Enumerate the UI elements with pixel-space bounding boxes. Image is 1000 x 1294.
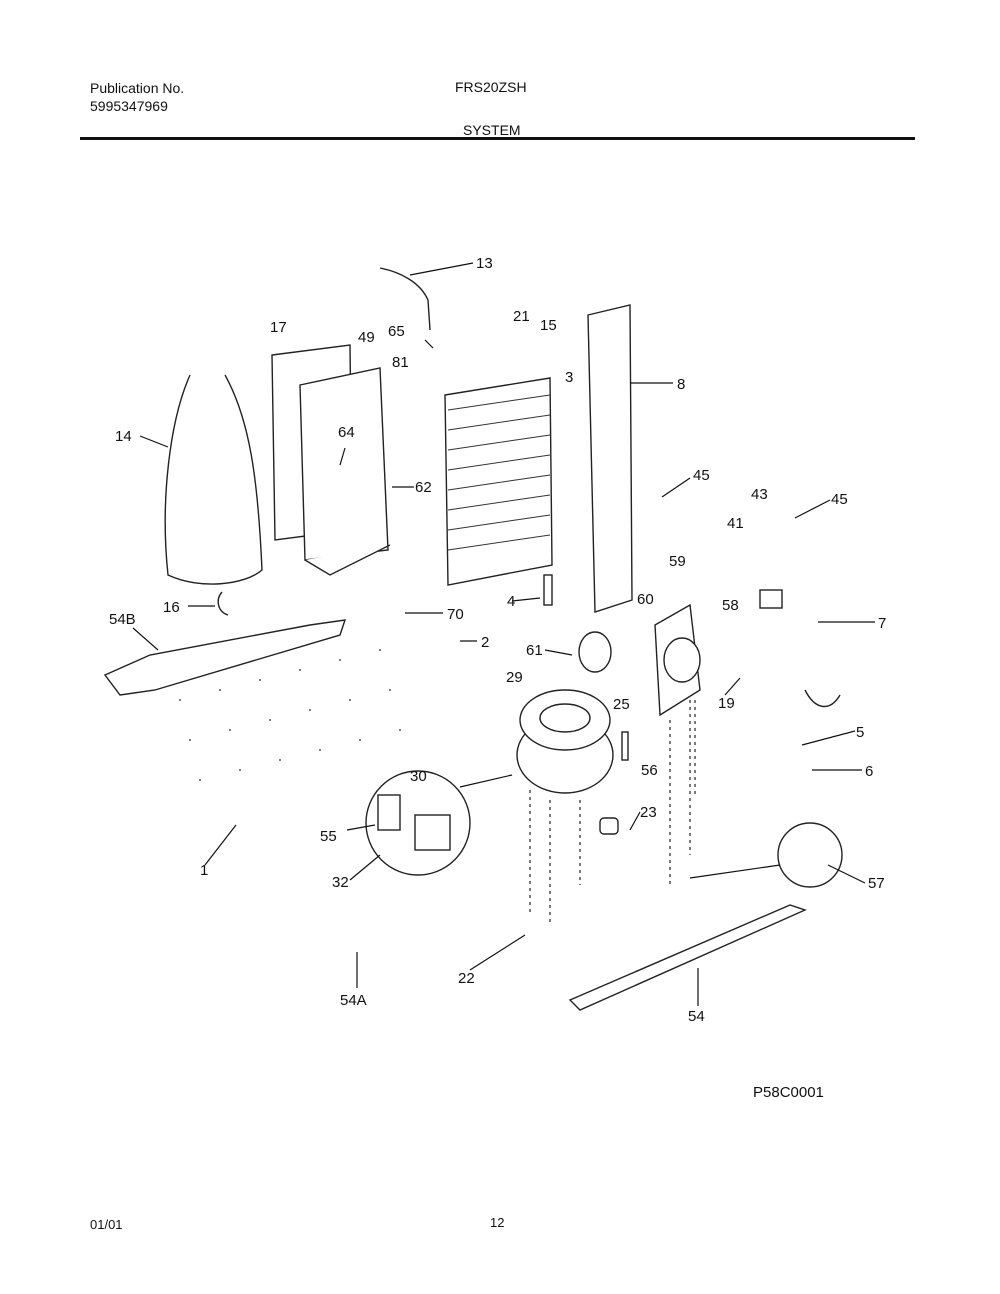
callout-label: 43 [751, 486, 768, 503]
callout-label: 45 [693, 467, 710, 484]
fan-blade-61 [578, 631, 612, 673]
callout-label: 19 [718, 695, 735, 712]
callout-label: 3 [565, 369, 573, 386]
callout-label: 21 [513, 308, 530, 325]
connector-41 [759, 589, 783, 609]
callout-label: 25 [613, 696, 630, 713]
bracket-54b [103, 619, 347, 696]
publication-label: Publication No. [90, 80, 185, 96]
evaporator-15 [444, 377, 553, 586]
callout-label: 54 [688, 1008, 705, 1025]
callout-label: 54B [109, 611, 136, 628]
part-illustrations [103, 267, 843, 1011]
callout-label: 22 [458, 970, 475, 987]
clip-16 [217, 591, 229, 616]
callout-label: 58 [722, 597, 739, 614]
callout-label: 65 [388, 323, 405, 340]
callout-label: 17 [270, 319, 287, 336]
callout-label: 30 [410, 768, 427, 785]
publication-number: 5995347969 [90, 98, 168, 114]
callout-label: 2 [481, 634, 489, 651]
tube-13 [379, 267, 431, 331]
callout-label: 6 [865, 763, 873, 780]
callout-label: 14 [115, 428, 132, 445]
leader-lines [132, 262, 875, 1006]
footer-date: 01/01 [90, 1217, 123, 1232]
callout-label: 29 [506, 669, 523, 686]
callout-label: 70 [447, 606, 464, 623]
callout-label: 49 [358, 329, 375, 346]
sphere-57 [777, 822, 843, 888]
callout-label: 15 [540, 317, 557, 334]
heater-loop-14 [164, 374, 263, 585]
callout-label: 16 [163, 599, 180, 616]
callout-label: 81 [392, 354, 409, 371]
callout-label: 55 [320, 828, 337, 845]
callout-label: 56 [641, 762, 658, 779]
callout-label: 5 [856, 724, 864, 741]
grommet-23 [599, 817, 619, 835]
callout-label: 4 [507, 593, 515, 610]
callout-label: 41 [727, 515, 744, 532]
page-number: 12 [490, 1215, 505, 1230]
cover-base [304, 544, 391, 576]
callout-label: 32 [332, 874, 349, 891]
callout-label: 59 [669, 553, 686, 570]
diagram-code: P58C0001 [753, 1084, 824, 1101]
model-number: FRS20ZSH [455, 79, 527, 95]
cover-64 [299, 367, 389, 561]
callout-label: 23 [640, 804, 657, 821]
callout-label: 45 [831, 491, 848, 508]
callout-label: 8 [677, 376, 685, 393]
rail-54 [568, 904, 807, 1011]
wire-7 [804, 689, 841, 708]
callout-label: 57 [868, 875, 885, 892]
callout-label: 62 [415, 479, 432, 496]
drier-4 [543, 574, 553, 606]
callout-label: 7 [878, 615, 886, 632]
callout-labels: 13 17 49 65 21 15 81 3 8 14 64 62 45 43 … [109, 255, 886, 1025]
callout-label: 13 [476, 255, 493, 272]
channel-8 [587, 304, 633, 613]
callout-label: 1 [200, 862, 208, 879]
bolt-25 [621, 731, 629, 761]
callout-label: 54A [340, 992, 367, 1009]
callout-label: 60 [637, 591, 654, 608]
callout-label: 61 [526, 642, 543, 659]
section-title: SYSTEM [463, 122, 521, 138]
header-rule [80, 137, 915, 140]
callout-label: 64 [338, 424, 355, 441]
